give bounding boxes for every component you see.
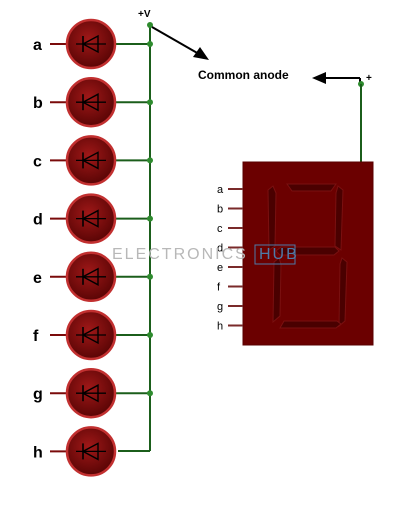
watermark-hub: HUB	[259, 246, 299, 263]
led-c: c	[33, 135, 153, 186]
diode-icon	[81, 325, 99, 345]
display-pin-a: a	[217, 184, 243, 196]
arrow-to-label	[151, 26, 209, 60]
led-d: d	[33, 193, 153, 244]
diode-icon	[81, 93, 99, 112]
rail-node	[147, 157, 153, 164]
display-pin-e: e	[217, 262, 243, 274]
display-segment-g	[275, 246, 340, 256]
watermark-electronics: ELECTRONICS	[112, 246, 248, 263]
display-pin-h: h	[217, 321, 243, 333]
led-e: e	[33, 251, 153, 303]
led-label: a	[33, 37, 42, 54]
rail-node	[147, 215, 153, 222]
diode-icon	[81, 209, 99, 228]
led-label: d	[33, 212, 43, 229]
display-segment-e	[272, 257, 282, 324]
led-label: g	[33, 386, 43, 403]
display-segment-a	[286, 183, 337, 192]
diode-icon	[81, 384, 99, 403]
led-label: b	[33, 95, 43, 112]
led-array: a b c d e f g h	[33, 18, 153, 477]
pin-label: b	[217, 204, 223, 216]
display-pin-c: c	[217, 223, 243, 235]
led-h: h	[33, 426, 117, 477]
rail-node	[147, 41, 153, 47]
led-b: b	[33, 76, 153, 128]
diode-icon	[81, 267, 99, 286]
pin-label: e	[217, 262, 223, 274]
diode-icon	[81, 151, 99, 170]
led-label: e	[33, 270, 42, 287]
pin-label: f	[217, 282, 221, 294]
rail-node	[147, 273, 153, 280]
arrow-from-anode	[312, 72, 361, 84]
led-a: a	[33, 18, 153, 70]
plus-label: +	[366, 73, 372, 84]
supply-node	[147, 22, 153, 28]
led-f: f	[33, 309, 153, 361]
pin-label: g	[217, 301, 223, 313]
led-label: c	[33, 153, 42, 170]
display-pin-g: g	[217, 301, 243, 313]
display-segment-d	[279, 320, 342, 329]
rail-node	[147, 332, 153, 338]
pin-label: c	[217, 223, 223, 235]
pin-label: d	[217, 243, 223, 255]
rail-node	[147, 99, 153, 106]
watermark: ELECTRONICS HUB	[112, 244, 299, 265]
pin-label: a	[217, 184, 224, 196]
supply-label: +V	[138, 9, 151, 20]
common-anode-label: Common anode	[198, 68, 289, 82]
display-segment-c	[338, 257, 348, 328]
led-label: f	[33, 328, 39, 345]
display-pin-b: b	[217, 204, 243, 216]
display-segment-f	[267, 185, 277, 251]
display-pin-f: f	[217, 282, 243, 294]
diode-icon	[81, 442, 99, 461]
watermark-hub-box	[254, 244, 296, 265]
display-pin-d: d	[217, 243, 243, 255]
rail-node	[147, 390, 153, 397]
diode-icon	[81, 34, 99, 54]
led-label: h	[33, 444, 43, 461]
led-g: g	[33, 367, 153, 419]
pin-label: h	[217, 321, 223, 333]
display-segment-b	[334, 185, 344, 251]
